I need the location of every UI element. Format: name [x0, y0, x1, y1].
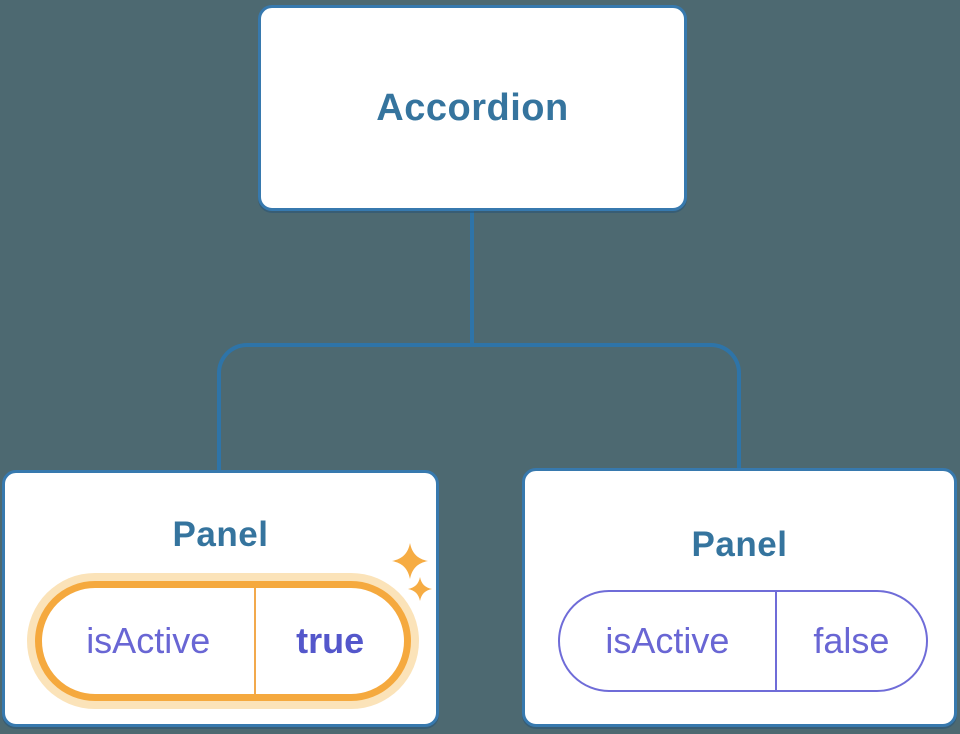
state-pill-highlighted: isActive true: [35, 581, 411, 701]
component-node-accordion: Accordion: [258, 5, 687, 211]
sparkle-icon: [408, 577, 432, 601]
sparkle-icon: [392, 543, 428, 579]
state-name: isActive: [86, 620, 211, 661]
component-label: Accordion: [376, 86, 569, 129]
state-pill: isActive false: [558, 590, 928, 692]
connector-root-stem: [470, 211, 474, 345]
state-name: isActive: [605, 620, 730, 661]
state-value: true: [296, 620, 365, 661]
pill-divider: [774, 592, 777, 690]
component-label: Panel: [172, 515, 269, 554]
component-node-panel-active: Panel isActive true: [2, 470, 439, 727]
state-value: false: [813, 620, 890, 661]
connector-branch: [217, 343, 741, 471]
pill-divider: [254, 588, 257, 694]
component-node-panel-inactive: Panel isActive false: [522, 468, 957, 727]
component-label: Panel: [691, 525, 788, 564]
